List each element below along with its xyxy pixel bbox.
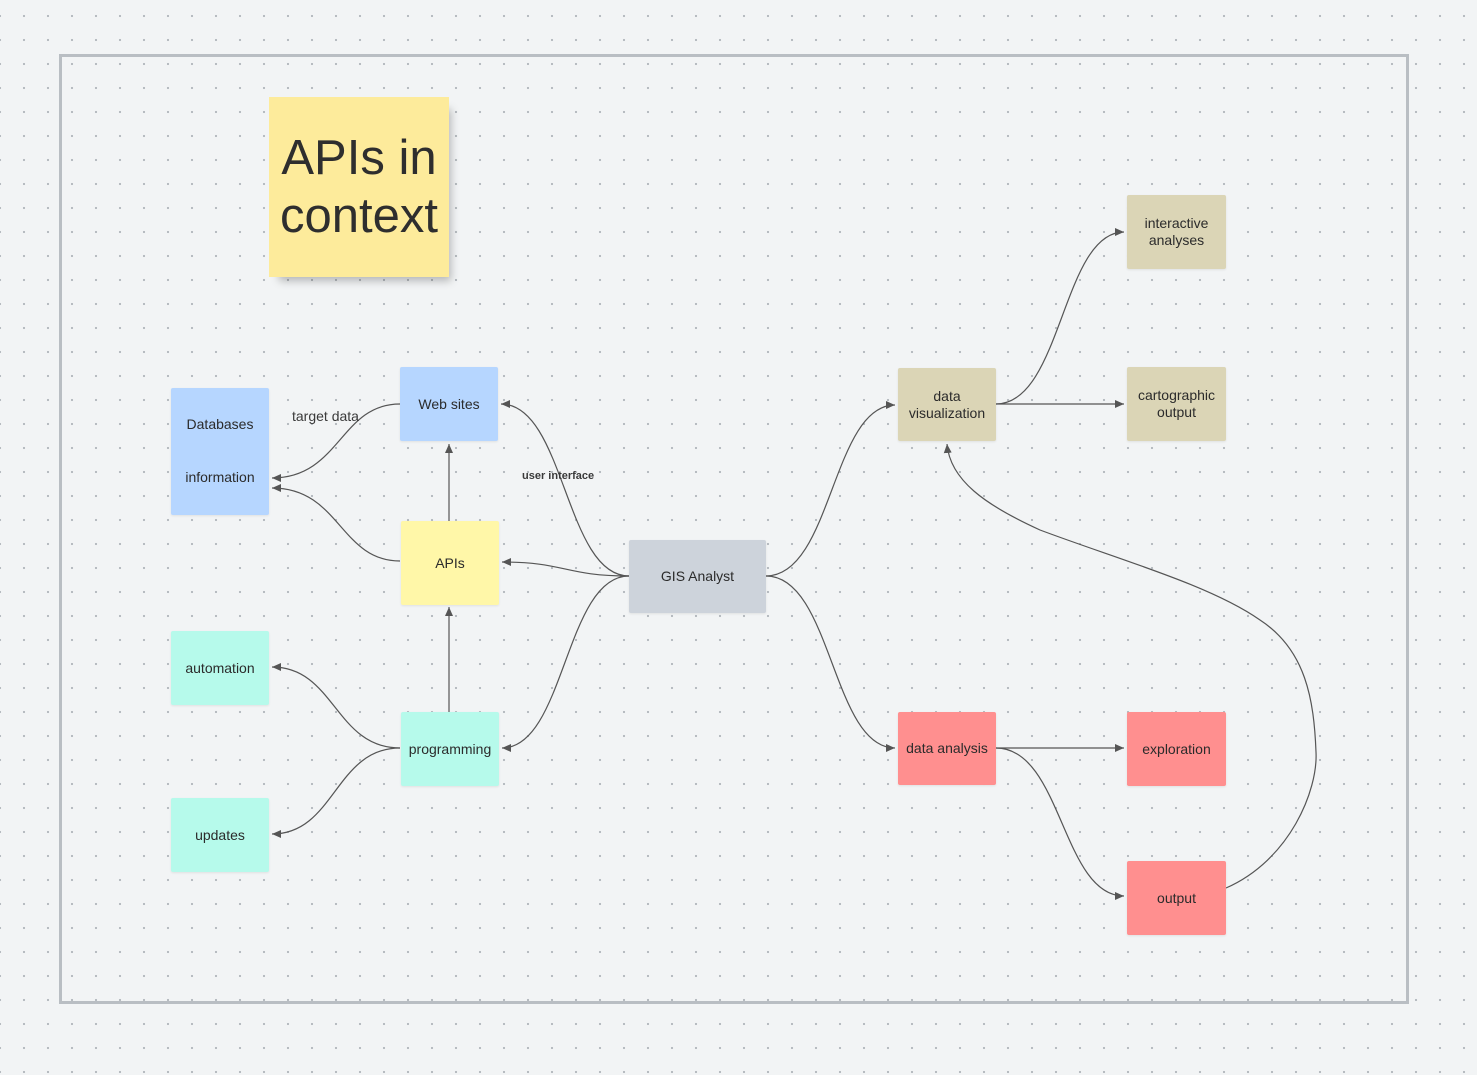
node-exploration[interactable]: exploration (1127, 712, 1226, 786)
node-information-label: information (185, 469, 255, 485)
diagram-title: APIs in context (280, 131, 438, 243)
node-output[interactable]: output (1127, 861, 1226, 935)
node-gis-analyst[interactable]: GIS Analyst (629, 540, 766, 613)
edge-label-user-interface: user interface (522, 470, 595, 482)
connector-visualization-interactive[interactable] (995, 228, 1125, 405)
edge-label-target-data: target data (292, 408, 359, 424)
node-interactive-analyses[interactable]: interactive analyses (1127, 195, 1226, 269)
connector-analyst-analysis[interactable] (765, 575, 896, 752)
node-cartographic-output[interactable]: cartographic output (1127, 367, 1226, 441)
node-databases[interactable]: Databases information (171, 388, 269, 515)
node-websites[interactable]: Web sites (400, 367, 498, 441)
node-programming[interactable]: programming (401, 712, 499, 786)
node-output-label: output (1157, 889, 1196, 906)
node-interactive-analyses-label: interactive analyses (1144, 215, 1209, 248)
node-data-visualization-label: data visualization (908, 387, 986, 421)
node-automation-label: automation (185, 659, 255, 676)
node-updates-label: updates (195, 826, 245, 843)
connector-apis-databases[interactable] (271, 484, 401, 562)
node-apis-label: APIs (435, 554, 465, 571)
node-updates[interactable]: updates (171, 798, 269, 872)
node-automation[interactable]: automation (171, 631, 269, 705)
board-frame (59, 54, 1409, 1004)
node-apis[interactable]: APIs (401, 521, 499, 605)
node-exploration-label: exploration (1142, 740, 1211, 757)
node-gis-analyst-label: GIS Analyst (660, 568, 735, 584)
node-data-visualization[interactable]: data visualization (898, 368, 996, 441)
connector-analyst-programming[interactable] (501, 575, 630, 752)
node-cartographic-output-label: cartographic output (1137, 387, 1216, 420)
node-programming-label: programming (408, 740, 492, 757)
title-sticky-note[interactable]: APIs in context (269, 97, 449, 277)
connector-analyst-websites[interactable] (500, 400, 630, 577)
connector-websites-databases[interactable] (271, 403, 401, 482)
node-data-analysis-label: data analysis (906, 740, 988, 756)
connector-analyst-apis[interactable] (501, 558, 630, 577)
node-databases-label: Databases (186, 416, 254, 432)
connector-programming-updates[interactable] (271, 747, 401, 838)
node-websites-label: Web sites (418, 395, 480, 412)
connector-output-visualization[interactable] (943, 443, 1317, 889)
connector-analyst-visualization[interactable] (765, 401, 896, 577)
connector-analysis-output[interactable] (995, 747, 1125, 900)
node-data-analysis[interactable]: data analysis (898, 712, 996, 785)
connector-programming-automation[interactable] (271, 663, 401, 749)
